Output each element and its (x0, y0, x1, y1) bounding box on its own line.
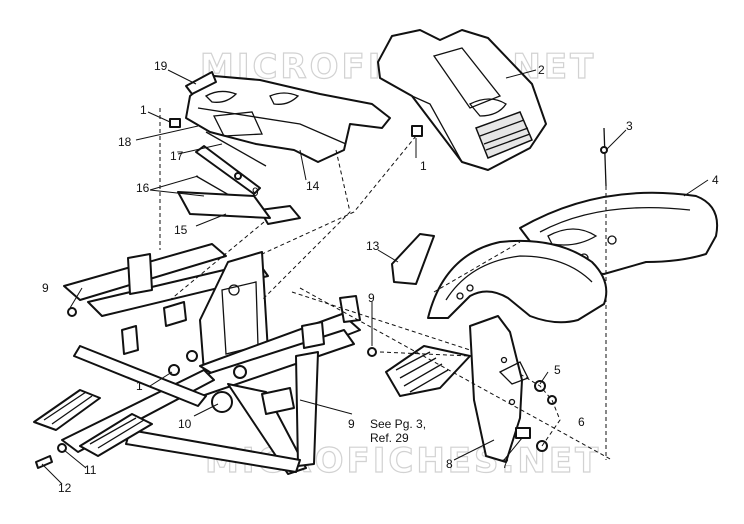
callout-15: 15 (174, 223, 188, 237)
nut-part-1-right (411, 125, 423, 137)
front-cover-part-2 (377, 29, 547, 171)
callout-9-top: 9 (252, 185, 259, 199)
callout-13: 13 (366, 239, 380, 253)
panel-part-15 (177, 191, 271, 219)
bracket-part-17 (195, 131, 267, 195)
frame (33, 243, 361, 475)
callout-8: 8 (446, 457, 453, 471)
screw-head-part-3 (600, 146, 608, 154)
callout-10: 10 (178, 417, 192, 431)
callout-3: 3 (626, 119, 633, 133)
mud-flap-part-8 (469, 315, 529, 463)
reference-note-line1: See Pg. 3, (370, 417, 426, 431)
bolt-part-9-mid (367, 347, 377, 357)
nut-part-1-top (169, 118, 181, 128)
callout-1-right: 1 (420, 159, 427, 173)
callout-9-left: 9 (42, 281, 49, 295)
bolt-part-9-top (234, 172, 242, 180)
callout-2: 2 (538, 63, 545, 77)
assembly-guide-lines (159, 108, 613, 461)
callouts: 19 1 18 17 9 16 15 14 2 1 3 4 13 9 9 5 6… (42, 59, 719, 495)
callout-16: 16 (136, 181, 150, 195)
callout-7: 7 (502, 457, 509, 471)
bolt-part-9-left (67, 307, 77, 317)
callout-14: 14 (306, 179, 320, 193)
leader-lines (41, 69, 709, 485)
bolt-part-12 (35, 455, 53, 469)
clip-part-19 (185, 71, 217, 95)
callout-19: 19 (154, 59, 168, 73)
callout-6: 6 (578, 415, 585, 429)
reflector-part-13 (391, 233, 435, 285)
callout-17: 17 (170, 149, 184, 163)
cover-part-14 (185, 75, 391, 163)
callout-5: 5 (554, 363, 561, 377)
reference-note-line2: Ref. 29 (370, 431, 409, 445)
callout-1-frame: 1 (136, 379, 143, 393)
callout-11: 11 (84, 463, 97, 477)
callout-1-top: 1 (140, 103, 147, 117)
callout-9-bottom: 9 (348, 417, 355, 431)
callout-18: 18 (118, 135, 132, 149)
callout-4: 4 (712, 173, 719, 187)
callout-12: 12 (58, 481, 72, 495)
callout-9-mid: 9 (368, 291, 375, 305)
bracket-part-7 (515, 427, 531, 439)
screw-part-3 (603, 127, 607, 187)
footrest-plate (385, 345, 471, 397)
front-fender-part-8 (427, 239, 608, 324)
